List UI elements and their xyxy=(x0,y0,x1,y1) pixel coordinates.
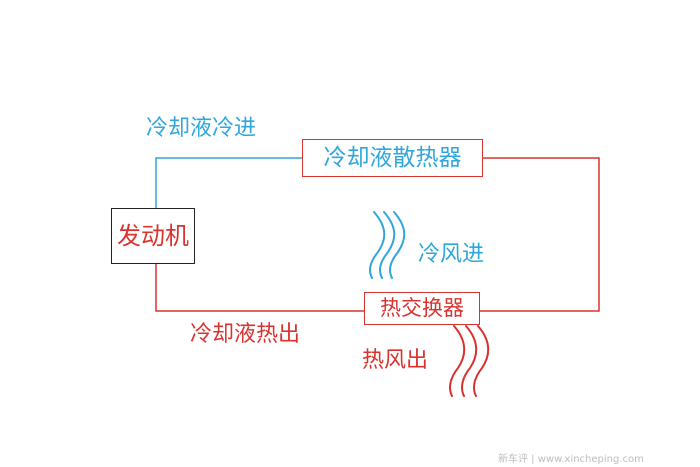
engine-node: 发动机 xyxy=(111,208,195,264)
radiator-label: 冷却液散热器 xyxy=(323,144,462,171)
hot-air-wave-2 xyxy=(461,325,478,397)
cold-air-wave-2 xyxy=(379,211,396,279)
hot-air-wave-1 xyxy=(449,325,466,397)
cold-air-wave-3 xyxy=(389,211,406,279)
coolant-in-label: 冷却液冷进 xyxy=(146,116,257,141)
coolant-out-line xyxy=(155,264,364,312)
cold-air-icon xyxy=(369,211,406,279)
heat-exchanger-node: 热交换器 xyxy=(364,292,480,325)
radiator-node: 冷却液散热器 xyxy=(302,139,483,177)
hot-air-out-label: 热风出 xyxy=(362,348,429,373)
radiator-return-line xyxy=(480,157,600,312)
heat-exchanger-label: 热交换器 xyxy=(380,296,464,320)
cold-air-in-label: 冷风进 xyxy=(418,242,485,267)
engine-label: 发动机 xyxy=(117,222,189,250)
coolant-out-label: 冷却液热出 xyxy=(190,322,301,347)
hot-air-wave-3 xyxy=(473,325,490,397)
watermark: 新车评 | www.xincheping.com xyxy=(498,454,644,465)
hot-air-icon xyxy=(449,325,490,397)
coolant-in-line xyxy=(155,157,302,208)
cold-air-wave-1 xyxy=(369,211,386,279)
